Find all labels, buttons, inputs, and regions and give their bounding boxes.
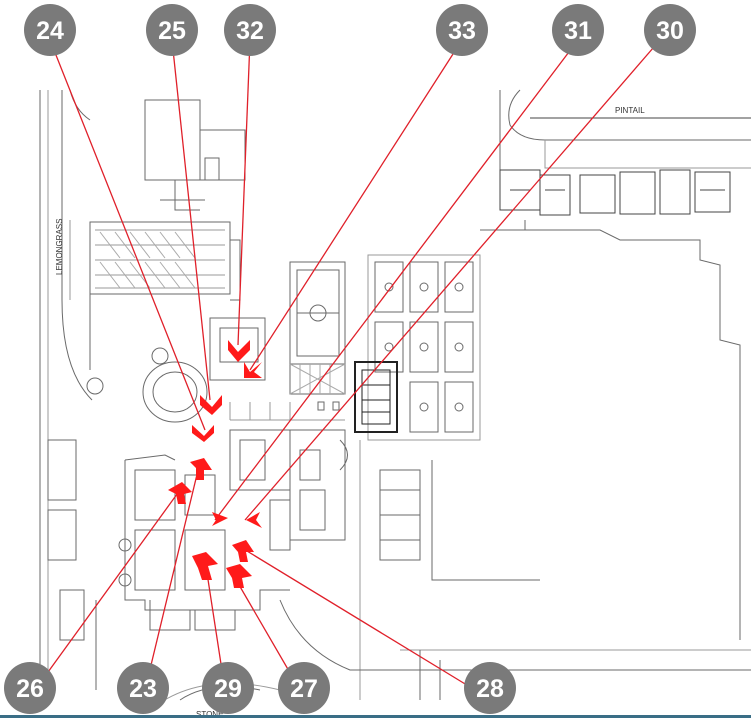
- marker-32[interactable]: 32: [224, 4, 276, 56]
- marker-label: 24: [36, 17, 64, 45]
- marker-label: 32: [236, 17, 264, 45]
- marker-label: 28: [476, 675, 504, 703]
- marker-24[interactable]: 24: [24, 4, 76, 56]
- bottom-accent-bar: [0, 715, 751, 718]
- leader-line-23: [144, 461, 201, 691]
- view-arrow-33: [244, 362, 262, 378]
- marker-29[interactable]: 29: [202, 662, 254, 714]
- leader-line-31: [214, 39, 579, 521]
- leader-line-25: [171, 39, 211, 401]
- marker-33[interactable]: 33: [436, 4, 488, 56]
- leader-line-30: [244, 39, 661, 521]
- site-linework: [39, 89, 751, 711]
- view-arrow-27: [226, 564, 252, 588]
- view-arrow-28: [232, 540, 254, 562]
- view-arrow-29: [192, 552, 218, 580]
- leader-line-32: [237, 39, 251, 346]
- view-arrow-23: [190, 458, 212, 480]
- view-arrow-32: [228, 340, 250, 362]
- street-label-stone: STONE: [196, 710, 223, 718]
- marker-label: 25: [158, 17, 186, 45]
- view-arrow-25: [200, 395, 222, 415]
- marker-25[interactable]: 25: [146, 4, 198, 56]
- leader-line-24: [49, 39, 206, 431]
- leader-line-26: [34, 489, 181, 691]
- view-arrow-24: [192, 425, 214, 442]
- view-arrow-31: [212, 512, 228, 526]
- marker-27[interactable]: 27: [278, 662, 330, 714]
- street-label-lemongrass: LEMONGRASS: [55, 219, 64, 275]
- marker-28[interactable]: 28: [464, 662, 516, 714]
- marker-23[interactable]: 23: [117, 662, 169, 714]
- marker-label: 23: [129, 675, 157, 703]
- marker-label: 29: [214, 675, 242, 703]
- marker-label: 33: [448, 17, 476, 45]
- marker-26[interactable]: 26: [4, 662, 56, 714]
- marker-label: 30: [656, 17, 684, 45]
- marker-31[interactable]: 31: [552, 4, 604, 56]
- marker-30[interactable]: 30: [644, 4, 696, 56]
- street-label-pintail: PINTAIL: [615, 106, 645, 115]
- marker-label: 31: [564, 17, 592, 45]
- marker-label: 27: [290, 675, 318, 703]
- leader-lines: [34, 39, 661, 691]
- view-arrow-26: [168, 482, 192, 504]
- view-arrow-30: [246, 512, 262, 528]
- leader-line-28: [241, 547, 476, 691]
- leader-line-33: [249, 39, 463, 371]
- view-direction-arrows: [168, 340, 262, 588]
- marker-label: 26: [16, 675, 44, 703]
